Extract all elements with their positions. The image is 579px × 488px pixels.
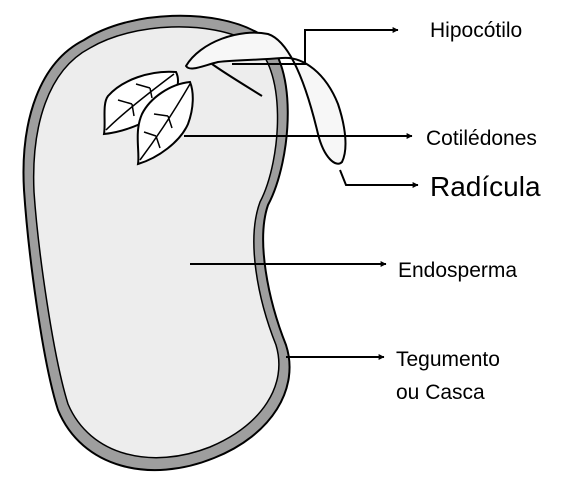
label-radicula: Radícula (430, 171, 541, 202)
label-cotiledones: Cotilédones (426, 127, 537, 150)
label-hipocotilo: Hipocótilo (430, 19, 522, 42)
leader-radicula (340, 170, 418, 185)
label-endosperma: Endosperma (398, 259, 517, 282)
label-tegumento-line1: Tegumento (396, 348, 500, 371)
label-tegumento-line2: ou Casca (396, 381, 485, 404)
